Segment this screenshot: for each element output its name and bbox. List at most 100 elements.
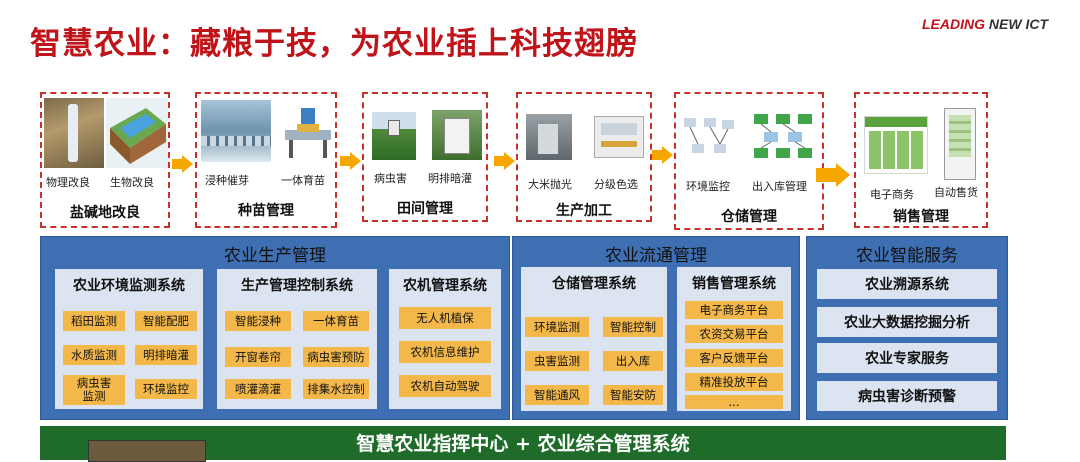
chip-autodrive: 农机自动驾驶: [399, 375, 491, 397]
system-title: 销售管理系统: [692, 276, 776, 292]
greenhouse-lines: [201, 136, 271, 146]
stage-label: 田间管理: [397, 201, 453, 217]
photo-seedling-machine: [281, 104, 335, 160]
stage-sales: 电子商务 自动售货 销售管理: [854, 92, 988, 228]
system-machinery: 农机管理系统 无人机植保 农机信息维护 农机自动驾驶: [389, 269, 501, 409]
page-title: 智慧农业：藏粮于技，为农业插上科技翅膀: [30, 26, 638, 62]
chip-drainage: 明排暗灌: [135, 345, 197, 365]
chip-smart-fertilize: 智能配肥: [135, 311, 197, 331]
chip-smart-soaking: 智能浸种: [225, 311, 291, 331]
ecommerce-banner: [865, 117, 927, 127]
stage-field: 病虫害 明排暗灌 田间管理: [362, 92, 488, 222]
service-traceability: 农业溯源系统: [817, 269, 997, 299]
panel-production: 农业生产管理 农业环境监测系统 稻田监测 智能配肥 水质监测 明排暗灌 病虫害 …: [40, 236, 510, 420]
footer-text: 智慧农业指挥中心 + 农业综合管理系统: [356, 433, 690, 455]
caption-env-monitor: 环境监控: [686, 180, 730, 193]
system-title: 农机管理系统: [403, 278, 487, 294]
caption-soaking: 浸种催芽: [205, 174, 249, 187]
chip-machine-info: 农机信息维护: [399, 341, 491, 363]
chip-ventilation: 智能通风: [525, 385, 589, 405]
polisher-body: [538, 124, 558, 154]
inout-graphic: [754, 114, 812, 158]
caption-sorting: 分级色选: [594, 178, 638, 191]
probe-shape: [68, 104, 78, 162]
chip-drone: 无人机植保: [399, 307, 491, 329]
photo-pest-field: [372, 112, 416, 160]
photo-seed-soaking: [201, 100, 271, 162]
photo-rice-polishing: [526, 114, 572, 160]
chip-env-control: 环境监控: [135, 379, 197, 399]
chip-trading-platform: 农资交易平台: [685, 325, 783, 343]
system-sales: 销售管理系统 电子商务平台 农资交易平台 客户反馈平台 精准投放平台 ...: [677, 267, 791, 411]
photo-ecommerce: [864, 116, 928, 174]
caption-polishing: 大米抛光: [528, 178, 572, 191]
caption-seedling: 一体育苗: [281, 174, 325, 187]
chip-sprinkler: 喷灌滴灌: [225, 379, 291, 399]
caption-inout: 出入库管理: [752, 180, 807, 193]
panel-circulation: 农业流通管理 仓储管理系统 环境监测 智能控制 虫害监测 出入库 智能通风 智能…: [512, 236, 800, 420]
machine-graphic: [285, 108, 331, 158]
stage-label: 销售管理: [893, 209, 949, 225]
photo-land-model: [106, 98, 168, 168]
caption-physical: 物理改良: [46, 176, 90, 189]
chip-env-monitor: 环境监测: [525, 317, 589, 337]
brand-part-leading: LEADING: [922, 16, 985, 32]
system-env-monitoring: 农业环境监测系统 稻田监测 智能配肥 水质监测 明排暗灌 病虫害 监测 环境监控: [55, 269, 203, 409]
stage-saline-land: 物理改良 生物改良 盐碱地改良: [40, 92, 170, 228]
service-pest-warning: 病虫害诊断预警: [817, 381, 997, 411]
brand-logo: LEADING NEW ICT: [922, 16, 1048, 32]
system-production-control: 生产管理控制系统 智能浸种 一体育苗 开窗卷帘 病虫害预防 喷灌滴灌 排集水控制: [217, 269, 377, 409]
stage-processing: 大米抛光 分级色选 生产加工: [516, 92, 652, 222]
caption-drainage: 明排暗灌: [428, 172, 472, 185]
chip-water-collection: 排集水控制: [303, 379, 369, 399]
photo-soil-probe: [44, 98, 104, 168]
sorter-panel: [601, 123, 637, 135]
photo-vending-machine: [944, 108, 976, 180]
caption-pest: 病虫害: [374, 172, 407, 185]
panel-title: 农业流通管理: [605, 246, 707, 266]
photo-irrigation: [432, 110, 482, 160]
irrigation-box: [444, 118, 470, 154]
chip-security: 智能安防: [603, 385, 663, 405]
footer-command-center: 智慧农业指挥中心 + 农业综合管理系统: [40, 426, 1006, 462]
pest-trap: [388, 120, 400, 136]
chip-integrated-seedling: 一体育苗: [303, 311, 369, 331]
system-storage: 仓储管理系统 环境监测 智能控制 虫害监测 出入库 智能通风 智能安防: [521, 267, 667, 411]
stage-label: 仓储管理: [721, 209, 777, 225]
panel-title: 农业生产管理: [224, 246, 326, 266]
service-bigdata: 农业大数据挖掘分析: [817, 307, 997, 337]
diagram-inout: [752, 110, 818, 162]
service-experts: 农业专家服务: [817, 343, 997, 373]
chip-paddy-monitor: 稻田监测: [63, 311, 125, 331]
caption-biological: 生物改良: [110, 176, 154, 189]
stage-seedling: 浸种催芽 一体育苗 种苗管理: [195, 92, 337, 228]
chip-insect-monitor: 虫害监测: [525, 351, 589, 371]
system-title: 仓储管理系统: [552, 276, 636, 292]
chip-water-monitor: 水质监测: [63, 345, 125, 365]
chip-more: ...: [685, 395, 783, 409]
sorter-stripe: [601, 141, 637, 147]
stage-label: 生产加工: [556, 203, 612, 219]
vending-window: [949, 115, 971, 157]
ecommerce-grid: [869, 131, 923, 169]
chip-inout: 出入库: [603, 351, 663, 371]
chip-ecommerce-platform: 电子商务平台: [685, 301, 783, 319]
chip-window-curtain: 开窗卷帘: [225, 347, 291, 367]
stage-warehouse: 环境监控 出入库管理 仓储管理: [674, 92, 824, 230]
chip-pest-monitor: 病虫害 监测: [63, 375, 125, 405]
system-title: 农业环境监测系统: [73, 278, 185, 294]
chip-pest-prevention: 病虫害预防: [303, 347, 369, 367]
env-monitor-graphic: [684, 118, 734, 153]
stage-label: 种苗管理: [238, 203, 294, 219]
caption-vending: 自动售货: [934, 186, 978, 199]
chip-feedback-platform: 客户反馈平台: [685, 349, 783, 367]
stage-label: 盐碱地改良: [70, 205, 140, 221]
system-title: 生产管理控制系统: [241, 278, 353, 294]
chip-smart-control: 智能控制: [603, 317, 663, 337]
panel-title: 农业智能服务: [856, 246, 958, 266]
panel-services: 农业智能服务 农业溯源系统 农业大数据挖掘分析 农业专家服务 病虫害诊断预警: [806, 236, 1008, 420]
chip-targeting-platform: 精准投放平台: [685, 373, 783, 391]
brand-part-newict: NEW ICT: [985, 16, 1048, 32]
photo-color-sorter: [594, 116, 644, 158]
land-model-graphic: [110, 108, 166, 164]
